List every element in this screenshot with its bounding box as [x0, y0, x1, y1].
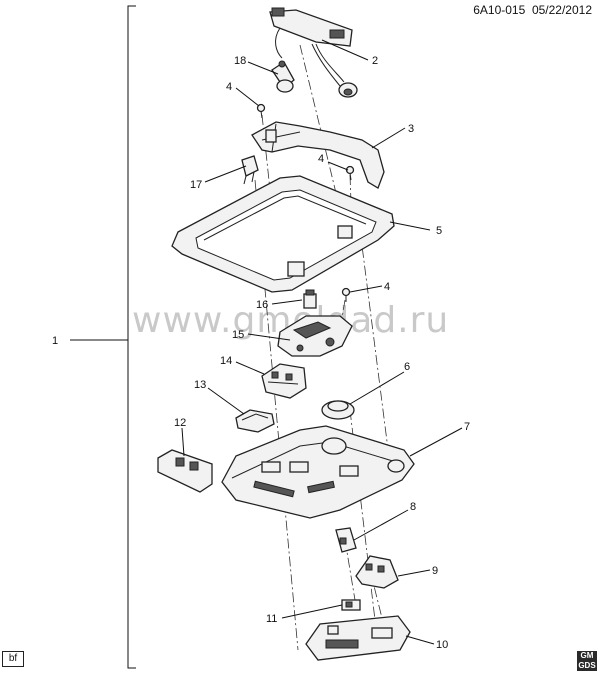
leader-lines: [181, 39, 463, 645]
callout-4a: 4: [226, 81, 232, 93]
gm-logo-line1: GM: [580, 651, 594, 660]
diagram-date: 05/22/2012: [531, 3, 592, 17]
part-10-bottom-panel: [305, 615, 411, 661]
callout-18: 18: [234, 55, 246, 67]
callout-3: 3: [408, 123, 414, 135]
part-13-lens: [235, 409, 275, 433]
callout-12: 12: [174, 417, 186, 429]
diagram-header: 6A10-015 05/22/2012: [473, 3, 592, 17]
part-7-console-housing: [221, 425, 415, 519]
callout-17: 17: [190, 179, 202, 191]
callout-labels: 1 2 3 4 4 4 5 6 7 8 9 10 11 12 13 14 15 …: [52, 55, 470, 651]
part-4-screw-c: [341, 287, 351, 302]
part-14-connector-block: [261, 363, 307, 399]
part-6-round-lamp: [321, 400, 355, 420]
part-5-frame: [171, 175, 395, 293]
callout-14: 14: [220, 355, 232, 367]
assembly-bracket: [70, 5, 136, 669]
callout-16: 16: [256, 299, 268, 311]
part-4-screw-b: [345, 165, 355, 181]
callout-7: 7: [464, 421, 470, 433]
gm-logo-line2: GDS: [578, 661, 596, 670]
part-15-module: [277, 315, 353, 357]
callout-11: 11: [266, 613, 277, 625]
part-8-module: [335, 527, 357, 553]
callout-4c: 4: [384, 281, 390, 293]
part-16-switch: [303, 289, 317, 309]
gm-logo: GM GDS: [577, 651, 597, 671]
part-9-lamp-housing: [355, 555, 399, 589]
footer-tag: bf: [2, 651, 24, 667]
part-12-switch-bar: [157, 449, 213, 493]
part-17-clip: [241, 155, 259, 185]
part-11-clip: [341, 599, 361, 611]
callout-2: 2: [372, 55, 378, 67]
callout-8: 8: [410, 501, 416, 513]
callout-10: 10: [436, 639, 448, 651]
callout-9: 9: [432, 565, 438, 577]
callout-13: 13: [194, 379, 206, 391]
part-3-bracket: [251, 121, 385, 189]
callout-5: 5: [436, 225, 442, 237]
part-18-bulb-socket: [271, 60, 295, 93]
callout-1: 1: [52, 335, 58, 347]
callout-15: 15: [232, 329, 244, 341]
diagram-code: 6A10-015: [473, 3, 526, 17]
part-4-screw-a: [256, 103, 266, 119]
part-2-wiring-harness: [269, 7, 358, 98]
callout-4b: 4: [318, 153, 324, 165]
callout-6: 6: [404, 361, 410, 373]
